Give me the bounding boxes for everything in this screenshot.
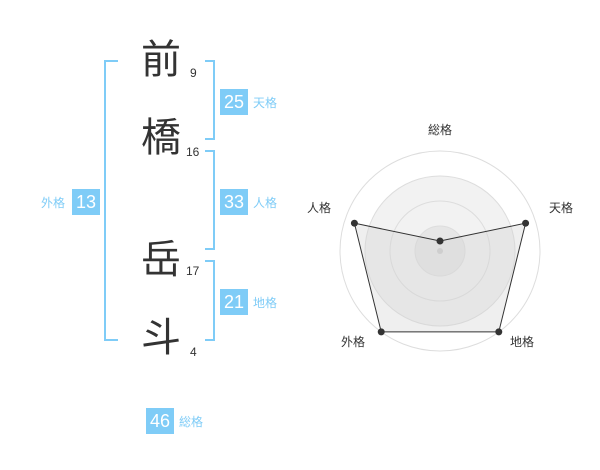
stroke-count-1: 9 xyxy=(190,66,197,80)
stroke-count-4: 4 xyxy=(190,345,197,359)
jinkaku-value-badge: 33 xyxy=(220,189,248,215)
name-char-3: 岳 xyxy=(141,237,181,283)
name-char-1: 前 xyxy=(141,37,181,83)
radar-center xyxy=(437,248,443,254)
name-char-2: 橋 xyxy=(141,115,181,161)
radar-axis-label-chikaku: 地格 xyxy=(510,335,535,349)
jinkaku-label: 人格 xyxy=(253,196,278,210)
chikaku-value-badge: 21 xyxy=(220,289,248,315)
soukaku-value-badge: 46 xyxy=(146,408,174,434)
jinkaku-bracket xyxy=(205,150,215,250)
stroke-count-2: 16 xyxy=(186,145,200,159)
radar-point-3 xyxy=(377,328,385,336)
chikaku-label: 地格 xyxy=(253,296,278,310)
radar-axis-label-tenkaku: 天格 xyxy=(549,201,574,215)
radar-point-0 xyxy=(436,237,444,245)
gaikaku-bracket xyxy=(104,60,118,341)
chikaku-bracket xyxy=(205,260,215,341)
tenkaku-value-badge: 25 xyxy=(220,89,248,115)
stroke-count-3: 17 xyxy=(186,264,200,278)
tenkaku-bracket xyxy=(205,60,215,140)
name-char-4: 斗 xyxy=(141,315,181,361)
radar-axis-label-jinkaku: 人格 xyxy=(307,201,332,215)
tenkaku-label: 天格 xyxy=(253,96,278,110)
soukaku-label: 総格 xyxy=(179,415,204,429)
radar-point-1 xyxy=(522,219,530,227)
radar-series-polygon xyxy=(353,222,527,333)
gaikaku-label: 外格 xyxy=(41,196,66,210)
radar-point-4 xyxy=(350,219,358,227)
radar-axis-label-gaikaku: 外格 xyxy=(341,335,366,349)
gaikaku-value-badge: 13 xyxy=(72,189,100,215)
radar-point-2 xyxy=(495,328,503,336)
radar-axis-label-soukaku: 総格 xyxy=(428,123,453,137)
